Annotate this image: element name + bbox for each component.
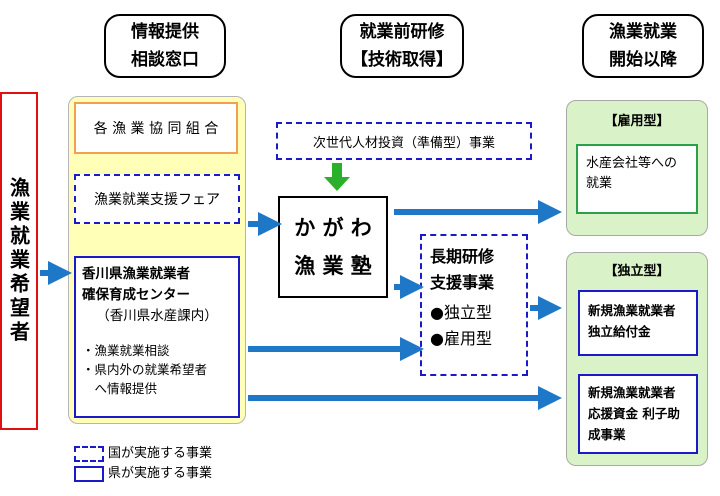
employment-item-box: 水産会社等への 就業 — [576, 144, 698, 214]
independent-label: 【独立型】 — [604, 263, 670, 279]
independent-benefit-label: 新規漁業就業者 独立給付金 — [588, 303, 676, 339]
legend-national-swatch — [74, 446, 104, 462]
center-bullet-info: ・県内外の就業希望者 へ情報提供 — [82, 362, 208, 396]
longterm-title: 長期研修 支援事業 — [430, 247, 495, 292]
stage-header-info: 情報提供 相談窓口 — [104, 14, 226, 78]
longterm-type-employment: ●雇用型 — [430, 329, 492, 348]
center-title: 香川県漁業就業者 確保育成センター — [82, 266, 190, 303]
center-subtitle: （香川県水産課内） — [96, 308, 218, 324]
coop-box: 各 漁 業 協 同 組 合 — [74, 102, 238, 154]
loan-subsidy-box: 新規漁業就業者 応援資金 利子助 成事業 — [578, 374, 698, 454]
longterm-type-independent: ●独立型 — [430, 303, 492, 322]
loan-subsidy-label: 新規漁業就業者 応援資金 利子助 成事業 — [588, 385, 680, 442]
stage-header-start: 漁業就業 開始以降 — [582, 14, 704, 78]
legend-national-label: 国が実施する事業 — [108, 446, 213, 461]
fair-box: 漁業就業支援フェア — [74, 174, 240, 224]
investment-label: 次世代人材投資（準備型）事業 — [312, 135, 495, 151]
fair-label: 漁業就業支援フェア — [94, 192, 220, 208]
applicant-label: 漁業就業希望者 — [6, 177, 31, 345]
juku-label: か が わ 漁 業 塾 — [294, 216, 372, 278]
coop-label: 各 漁 業 協 同 組 合 — [93, 121, 219, 137]
legend-prefectural-swatch — [74, 466, 104, 482]
longterm-box: 長期研修 支援事業 ●独立型 ●雇用型 — [420, 234, 528, 376]
independent-benefit-box: 新規漁業就業者 独立給付金 — [578, 290, 698, 356]
stage-header-training: 就業前研修 【技術取得】 — [340, 14, 464, 78]
center-bullet-consult: ・漁業就業相談 — [82, 343, 170, 358]
legend-prefectural-label: 県が実施する事業 — [108, 466, 213, 481]
investment-box: 次世代人材投資（準備型）事業 — [276, 122, 532, 160]
arrow-investment-to-juku — [324, 163, 350, 191]
juku-box: か が わ 漁 業 塾 — [278, 196, 388, 298]
support-center-box: 香川県漁業就業者 確保育成センター （香川県水産課内） ・漁業就業相談 ・県内外… — [74, 256, 240, 418]
employment-label: 【雇用型】 — [604, 113, 670, 129]
employment-item-label: 水産会社等への 就業 — [586, 156, 678, 191]
applicant-box: 漁業就業希望者 — [0, 92, 38, 430]
